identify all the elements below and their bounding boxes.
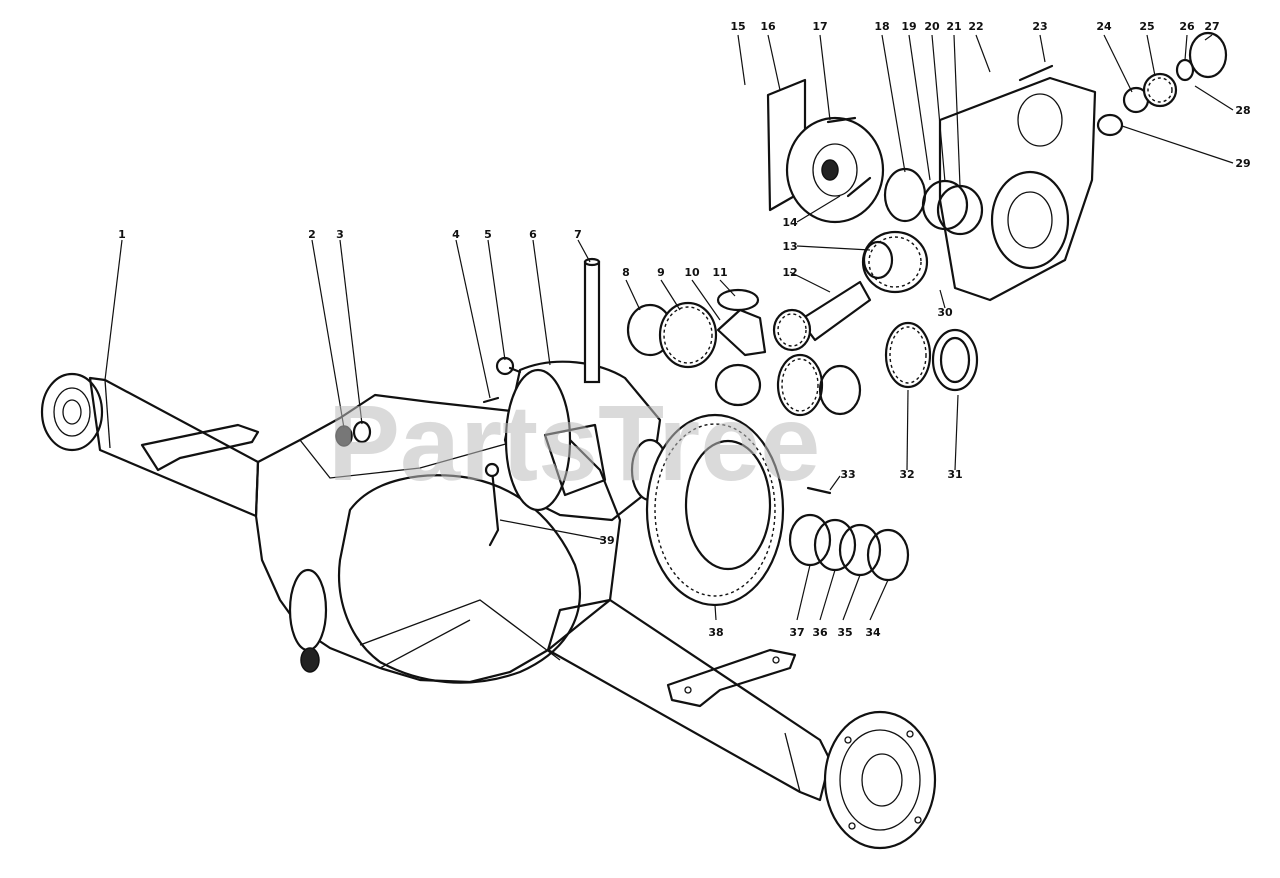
callout-38: 38: [708, 626, 723, 639]
callout-23: 23: [1032, 20, 1047, 33]
callout-27: 27: [1204, 20, 1219, 33]
callout-9: 9: [657, 266, 665, 279]
callout-12: 12: [782, 266, 797, 279]
watermark: PartsTree: [328, 382, 820, 503]
callout-25: 25: [1139, 20, 1154, 33]
pin-and-dipstick: [484, 462, 832, 547]
callout-18: 18: [874, 20, 889, 33]
callout-3: 3: [336, 228, 344, 241]
callout-8: 8: [622, 266, 630, 279]
callout-13: 13: [782, 240, 797, 253]
callout-2: 2: [308, 228, 316, 241]
axle-housing: [40, 372, 937, 850]
leader-lines: [104, 34, 1234, 621]
callout-37: 37: [789, 626, 804, 639]
callout-5: 5: [484, 228, 492, 241]
ring-gear: [645, 413, 785, 607]
upper-housing: [883, 76, 1097, 392]
callout-32: 32: [899, 468, 914, 481]
small-hardware: [1018, 31, 1228, 137]
callout-20: 20: [924, 20, 940, 33]
callout-34: 34: [865, 626, 881, 639]
callout-19: 19: [901, 20, 916, 33]
callout-28: 28: [1235, 104, 1250, 117]
callout-35: 35: [837, 626, 852, 639]
cross-shaft: [583, 257, 601, 384]
callout-33: 33: [840, 468, 855, 481]
callout-39: 39: [599, 534, 614, 547]
callout-29: 29: [1235, 157, 1250, 170]
shim-set: [788, 513, 910, 582]
callout-22: 22: [968, 20, 983, 33]
callout-26: 26: [1179, 20, 1195, 33]
callout-36: 36: [812, 626, 828, 639]
side-gears: [626, 288, 862, 417]
callout-16: 16: [760, 20, 776, 33]
callout-24: 24: [1096, 20, 1112, 33]
callout-1: 1: [118, 228, 126, 241]
callout-7: 7: [574, 228, 582, 241]
callout-17: 17: [812, 20, 827, 33]
callout-labels: 1 2 3 4 5 6 7 8 9 10 11 12 13 14 15 16 1…: [118, 20, 1250, 639]
callout-10: 10: [684, 266, 700, 279]
callout-11: 11: [712, 266, 727, 279]
callout-6: 6: [529, 228, 537, 241]
callout-15: 15: [730, 20, 745, 33]
pinion-shaft: [772, 230, 929, 352]
callout-21: 21: [946, 20, 961, 33]
callout-31: 31: [947, 468, 962, 481]
callout-30: 30: [937, 306, 953, 319]
callout-4: 4: [452, 228, 460, 241]
drive-cover: [766, 78, 885, 224]
callout-14: 14: [782, 216, 798, 229]
